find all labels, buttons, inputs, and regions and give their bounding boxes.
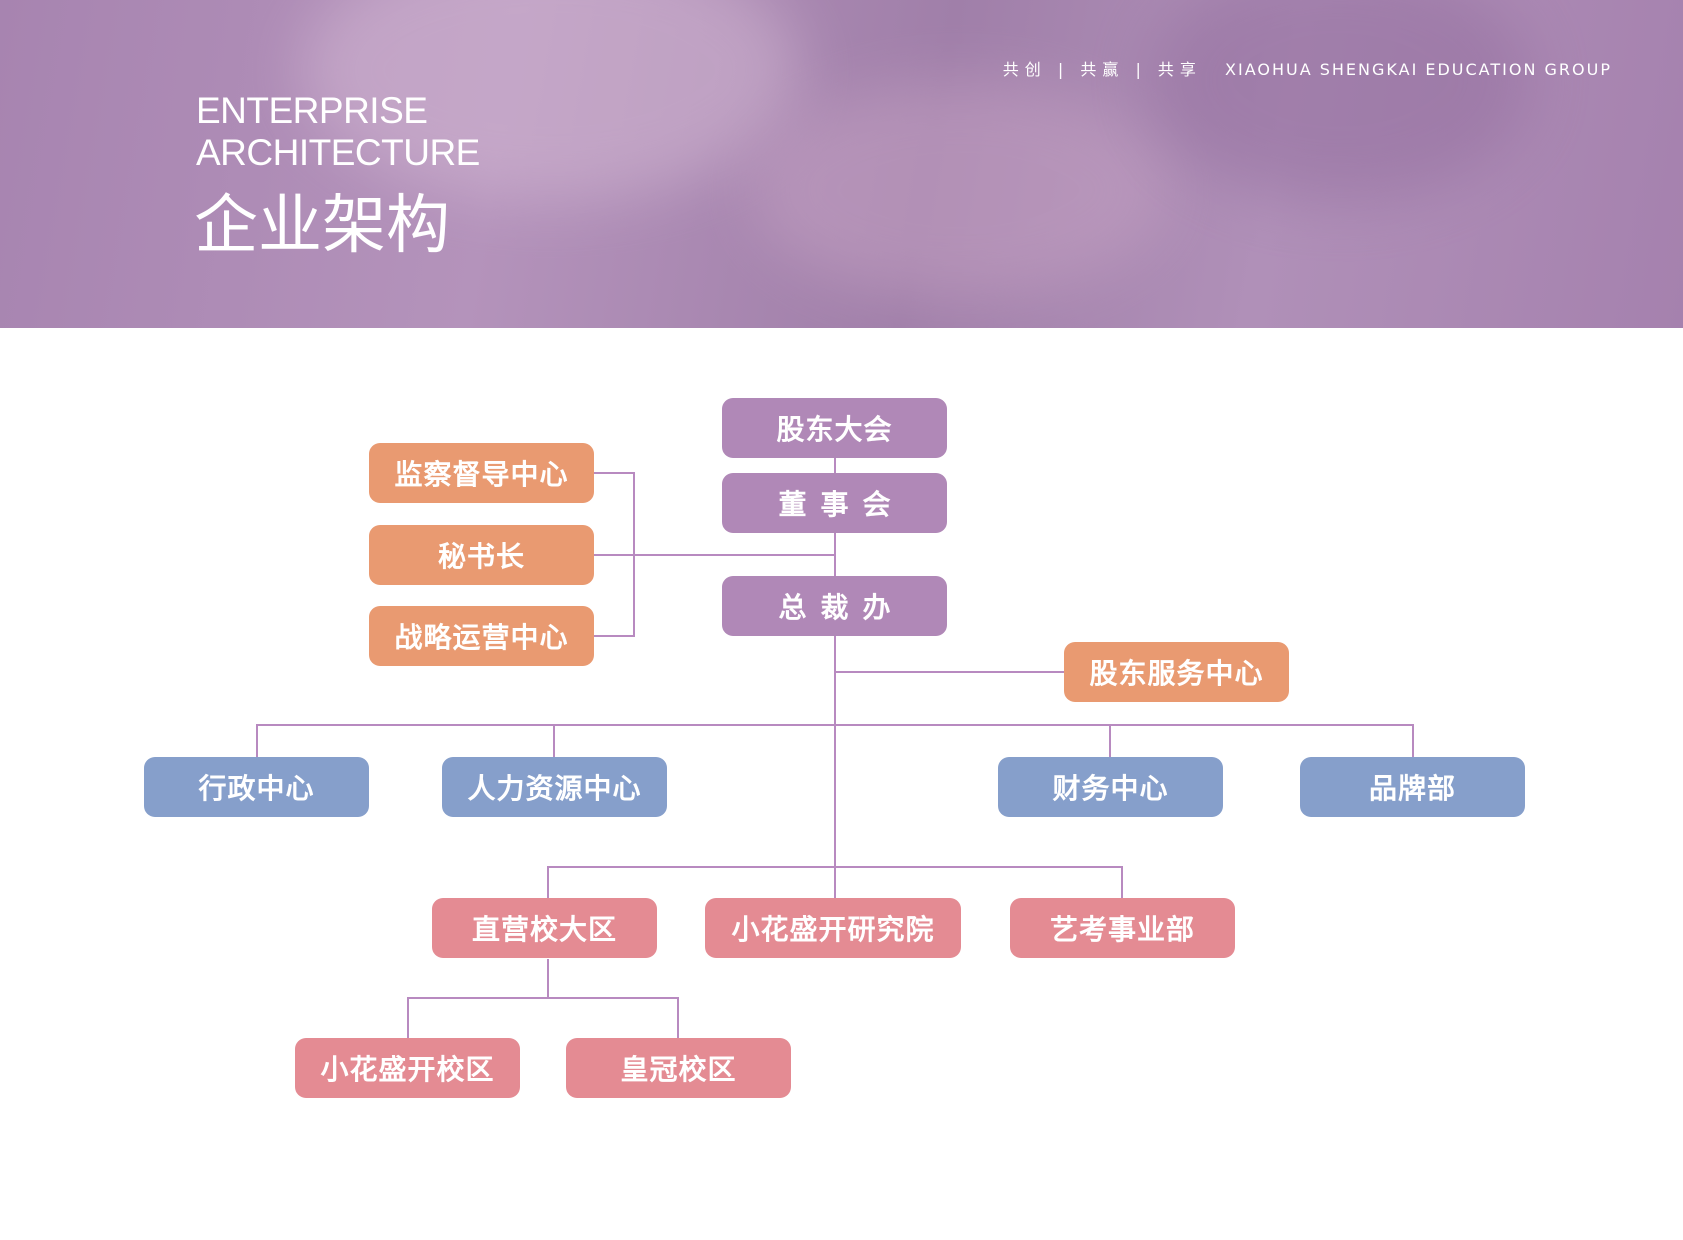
node-board[interactable]: 董事会 (722, 473, 947, 533)
tagline-chinese: 共创 | 共赢 | 共享 (1002, 60, 1202, 79)
node-supervision-center[interactable]: 监察督导中心 (369, 443, 594, 503)
node-shareholders-meeting[interactable]: 股东大会 (722, 398, 947, 458)
tagline: 共创 | 共赢 | 共享 XIAOHUA SHENGKAI EDUCATION … (999, 56, 1612, 80)
function-row-line (256, 724, 1414, 757)
header-banner: ENTERPRISE ARCHITECTURE 企业架构 共创 | 共赢 | 共… (0, 0, 1683, 328)
node-direct-campus-region[interactable]: 直营校大区 (432, 898, 657, 958)
node-crown-campus[interactable]: 皇冠校区 (566, 1038, 791, 1098)
business-row-line (547, 866, 1123, 898)
node-xiaohua-campus[interactable]: 小花盛开校区 (295, 1038, 520, 1098)
node-research-institute[interactable]: 小花盛开研究院 (705, 898, 961, 958)
node-secretary-general[interactable]: 秘书长 (369, 525, 594, 585)
node-brand-dept[interactable]: 品牌部 (1300, 757, 1525, 817)
title-english-line2: ARCHITECTURE (196, 132, 480, 173)
left-bracket-line (594, 472, 835, 637)
node-finance-center[interactable]: 财务中心 (998, 757, 1223, 817)
node-strategy-center[interactable]: 战略运营中心 (369, 606, 594, 666)
node-president-office[interactable]: 总裁办 (722, 576, 947, 636)
node-admin-center[interactable]: 行政中心 (144, 757, 369, 817)
campus-row-line (407, 959, 679, 1038)
node-hr-center[interactable]: 人力资源中心 (442, 757, 667, 817)
title-chinese: 企业架构 (194, 189, 450, 263)
title-english: ENTERPRISE ARCHITECTURE (196, 90, 480, 174)
node-shareholder-service[interactable]: 股东服务中心 (1064, 642, 1289, 702)
title-english-line1: ENTERPRISE (196, 90, 428, 131)
background-photo (300, 0, 800, 200)
background-photo-highlight (750, 80, 1170, 300)
node-art-exam-division[interactable]: 艺考事业部 (1010, 898, 1235, 958)
background-photo-shadow (1150, 0, 1530, 200)
tagline-english: XIAOHUA SHENGKAI EDUCATION GROUP (1225, 60, 1612, 79)
